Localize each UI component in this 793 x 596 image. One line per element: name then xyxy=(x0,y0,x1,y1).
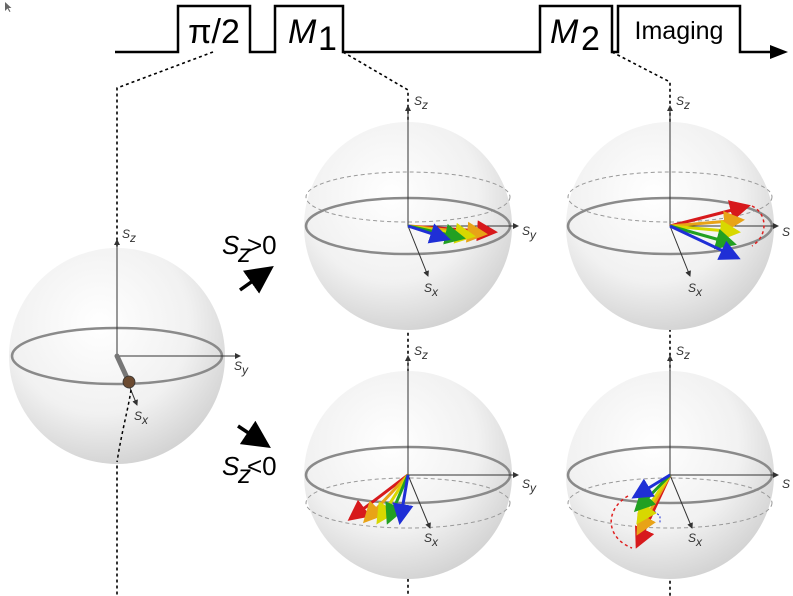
svg-text:x: x xyxy=(141,413,149,427)
axis-label-sy-m2n: S xyxy=(782,477,790,491)
axis-label-sz-m2p: S z xyxy=(676,94,690,112)
condition-positive-s: S xyxy=(222,230,240,260)
bloch-sphere-m2-positive: S z S S x xyxy=(566,94,790,330)
timeline-connectors xyxy=(116,51,671,596)
axis-label-sy-initial: S y xyxy=(234,359,249,377)
axis-label-sz-m2n: S z xyxy=(676,344,690,362)
axis-label-sx-initial: S x xyxy=(134,409,149,427)
condition-negative: S z <0 xyxy=(222,420,277,489)
axis-label-sx-m2p: S x xyxy=(688,281,703,299)
pi-half-pulse-label: π/2 xyxy=(188,13,240,51)
imaging-pulse-label: Imaging xyxy=(635,17,724,45)
condition-negative-s: S xyxy=(222,451,240,481)
svg-text:S: S xyxy=(688,281,696,295)
svg-text:z: z xyxy=(421,348,428,362)
svg-text:z: z xyxy=(129,231,136,245)
axis-label-sy-m1p: S y xyxy=(522,224,537,242)
svg-text:S: S xyxy=(424,281,432,295)
svg-text:z: z xyxy=(683,98,690,112)
svg-text:x: x xyxy=(431,535,439,549)
condition-positive: S z >0 xyxy=(222,230,277,294)
m1-letter: M xyxy=(288,13,317,51)
svg-text:S: S xyxy=(414,344,422,358)
svg-text:S: S xyxy=(676,94,684,108)
m1-subscript: 1 xyxy=(318,20,337,58)
svg-text:x: x xyxy=(695,535,703,549)
bloch-sphere-m2-negative: S z S S x xyxy=(566,344,790,579)
bloch-sphere-m1-positive: S z S y S x xyxy=(304,94,537,330)
svg-text:S: S xyxy=(522,224,530,238)
svg-text:S: S xyxy=(522,477,530,491)
svg-text:x: x xyxy=(695,285,703,299)
m2-letter: M xyxy=(550,13,579,51)
initial-bloch-sphere: S z S y S x xyxy=(9,227,249,464)
axis-label-sz-initial: S z xyxy=(122,227,136,245)
svg-text:S: S xyxy=(122,227,130,241)
axis-label-sy-m1n: S y xyxy=(522,477,537,495)
svg-text:S: S xyxy=(782,477,790,491)
svg-text:S: S xyxy=(414,94,422,108)
m2-subscript: 2 xyxy=(581,20,600,58)
svg-text:y: y xyxy=(241,363,249,377)
axis-label-sy-m2p: S xyxy=(782,225,790,239)
bloch-sphere-m1-negative: S z S y S x xyxy=(304,344,537,579)
axis-label-sx-m1n: S x xyxy=(424,531,439,549)
svg-text:x: x xyxy=(431,285,439,299)
svg-text:S: S xyxy=(234,359,242,373)
condition-negative-sign: <0 xyxy=(247,451,277,481)
svg-text:S: S xyxy=(782,225,790,239)
axis-label-sz-m1n: S z xyxy=(414,344,428,362)
cursor-icon xyxy=(5,2,12,12)
svg-text:y: y xyxy=(529,481,537,495)
svg-text:S: S xyxy=(424,531,432,545)
m2-pulse-label: M 2 xyxy=(550,13,600,58)
m1-pulse-label: M 1 xyxy=(288,13,337,58)
axis-label-sz-m1p: S z xyxy=(414,94,428,112)
svg-text:S: S xyxy=(134,409,142,423)
condition-positive-sign: >0 xyxy=(247,230,277,260)
pulse-sequence-line xyxy=(115,4,788,59)
condition-negative-sub: z xyxy=(237,459,251,489)
svg-text:S: S xyxy=(688,531,696,545)
axis-label-sx-m2n: S x xyxy=(688,531,703,549)
svg-text:z: z xyxy=(683,348,690,362)
condition-positive-sub: z xyxy=(237,238,251,268)
svg-text:z: z xyxy=(421,98,428,112)
svg-text:S: S xyxy=(676,344,684,358)
axis-label-sx-m1p: S x xyxy=(424,281,439,299)
svg-text:y: y xyxy=(529,228,537,242)
